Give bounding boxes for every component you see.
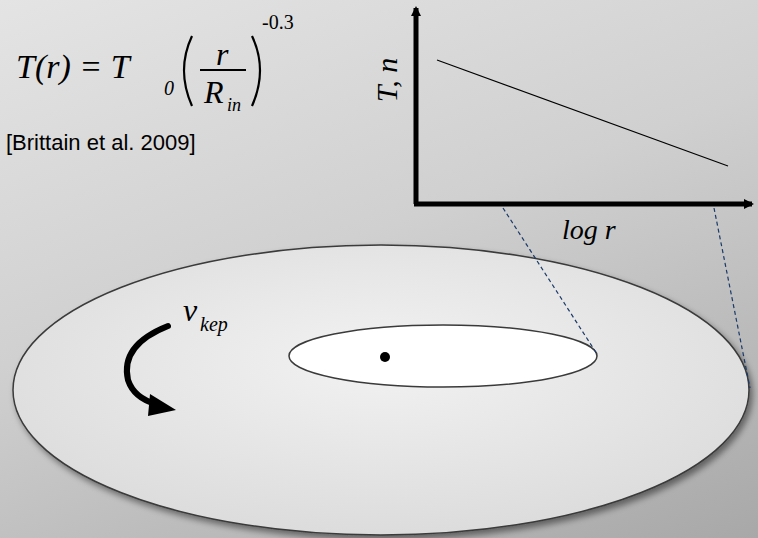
profile-line: [437, 60, 728, 166]
formula-denominator: R: [204, 76, 224, 108]
formula-subscript: 0: [164, 78, 174, 98]
central-star: [380, 352, 390, 362]
axis-label: log r: [562, 216, 616, 244]
citation: [Brittain et al. 2009]: [6, 132, 196, 154]
formula-numerator: r: [216, 38, 228, 70]
axis-label: T, n: [372, 58, 402, 102]
rotation-arrowhead: [148, 394, 176, 416]
right-parenthesis: [252, 36, 260, 106]
y-axis: [414, 8, 419, 204]
outer-disk: [13, 245, 749, 535]
left-parenthesis: [184, 36, 192, 106]
velocity-label: v: [183, 294, 197, 326]
x-axis: [414, 202, 752, 207]
inner-hole: [289, 325, 597, 387]
formula-exponent: -0.3: [262, 12, 294, 32]
formula-main: T(r) = T: [16, 50, 130, 84]
velocity-subscript: kep: [200, 314, 228, 334]
formula-subscript: in: [227, 96, 241, 114]
projection-outer: [714, 208, 750, 388]
rotation-arrow: [127, 326, 168, 404]
